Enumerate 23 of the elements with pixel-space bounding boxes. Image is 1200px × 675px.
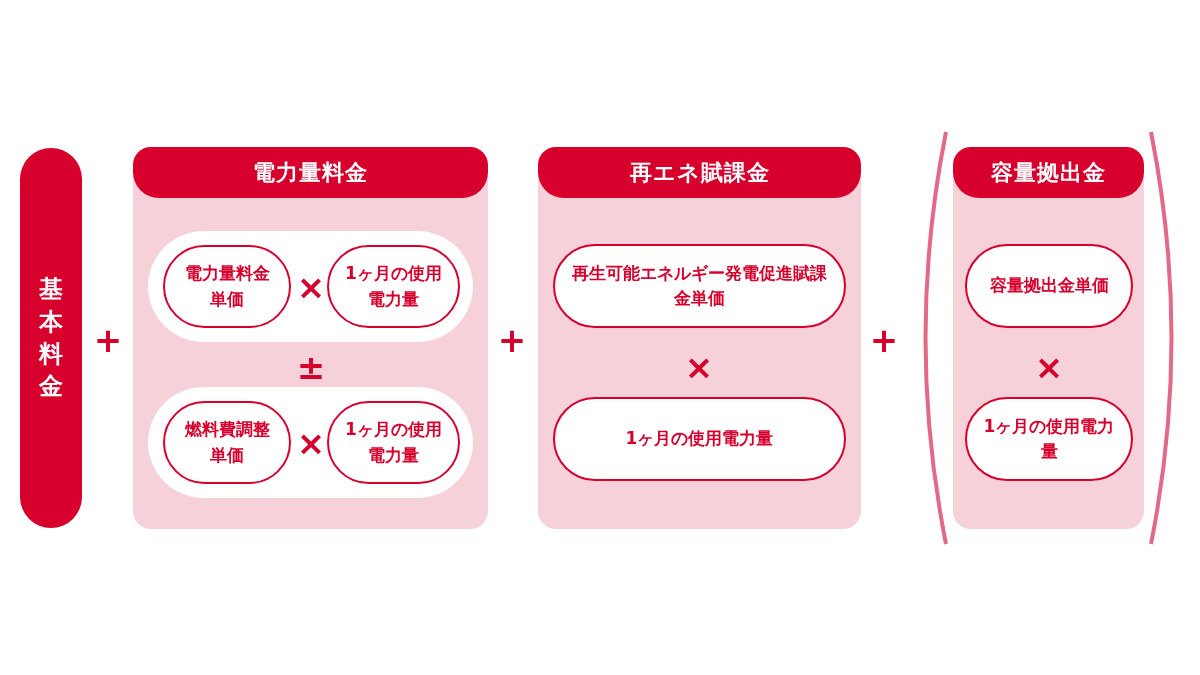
multiply-sign: ×: [296, 270, 326, 304]
category-pill: 基本料金: [20, 148, 82, 528]
formula-term: 1ヶ月の使用電力量: [965, 397, 1133, 481]
panel-heading: 再エネ賦課金: [538, 147, 861, 198]
charge-panel: [953, 147, 1144, 529]
formula-term: 容量拠出金単価: [965, 244, 1133, 328]
plus-sign: +: [497, 323, 527, 357]
multiply-sign: ×: [1034, 350, 1064, 384]
plus-sign: +: [869, 323, 899, 357]
plus-minus-sign: ±: [296, 350, 326, 384]
charge-panel: [538, 147, 861, 529]
panel-heading: 容量拠出金: [953, 147, 1144, 198]
charge-panel: [133, 147, 488, 529]
formula-term: 1ヶ月の使用電力量: [327, 245, 460, 328]
formula-term: 燃料費調整単価: [163, 401, 291, 484]
multiply-sign: ×: [296, 426, 326, 460]
formula-term: 再生可能エネルギー発電促進賦課金単価: [553, 244, 846, 328]
panel-heading: 電力量料金: [133, 147, 488, 198]
formula-term: 1ヶ月の使用電力量: [553, 397, 846, 481]
plus-sign: +: [93, 323, 123, 357]
multiply-sign: ×: [684, 350, 714, 384]
formula-term: 電力量料金単価: [163, 245, 291, 328]
formula-term: 1ヶ月の使用電力量: [327, 401, 460, 484]
